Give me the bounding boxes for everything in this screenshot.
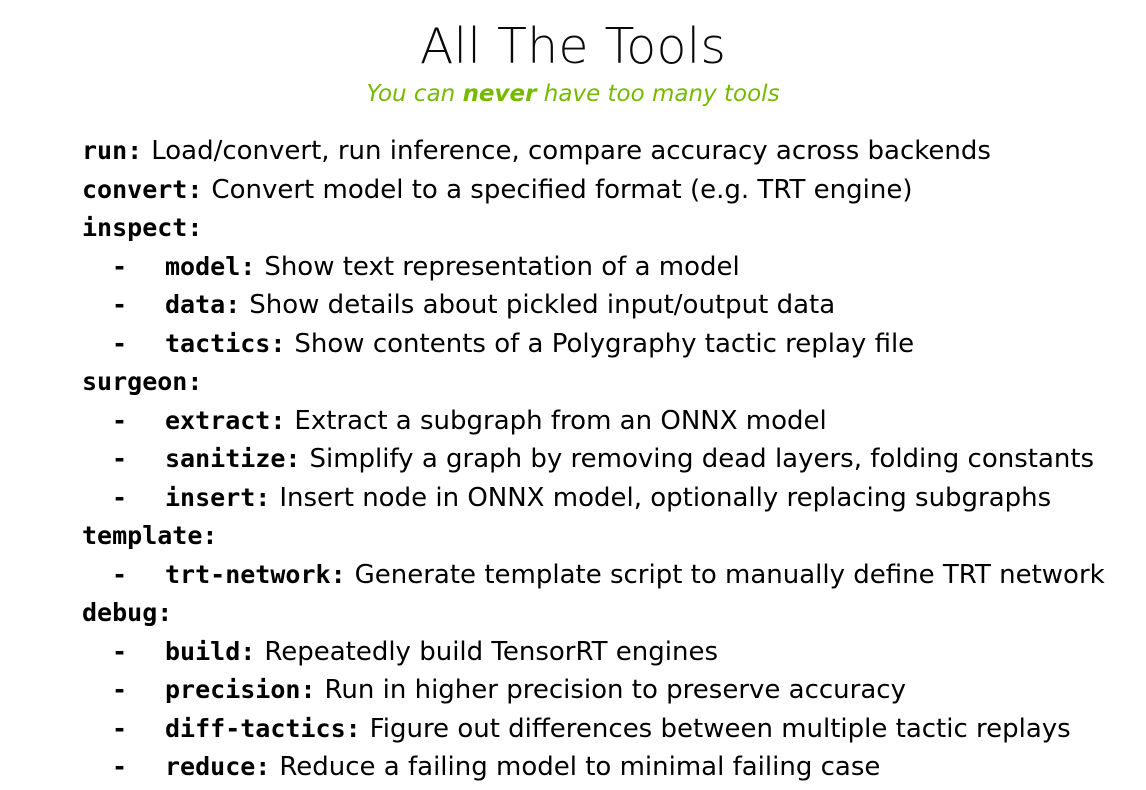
tool-command-name: template: xyxy=(82,521,218,550)
tool-command-name: tactics: xyxy=(165,328,286,358)
tool-command-name: run: xyxy=(82,136,143,165)
tool-command-name: extract: xyxy=(165,405,286,435)
tool-subitem: - extract: Extract a subgraph from an ONNX… xyxy=(82,402,1142,441)
dash-bullet-icon: - xyxy=(112,251,128,281)
dash-bullet-icon: - xyxy=(112,290,128,319)
tool-item: inspect: xyxy=(82,209,1142,248)
tool-description: Figure out differences between multiple … xyxy=(369,713,1071,744)
tool-command-name: data: xyxy=(165,290,241,319)
tool-description: Show details about pickled input/output … xyxy=(249,290,836,320)
tool-command-name: reduce: xyxy=(165,752,271,781)
slide-header: All The Tools You can never have too man… xyxy=(0,18,1146,109)
tool-item: debug: xyxy=(82,594,1142,633)
tool-command-name: inspect: xyxy=(82,213,203,242)
tool-item: template: xyxy=(82,517,1142,556)
tool-description: Simplify a graph by removing dead layers… xyxy=(309,444,1095,474)
tool-description: Insert node in ONNX model, optionally re… xyxy=(279,482,1052,513)
tool-command-name: build: xyxy=(165,636,256,666)
dash-bullet-icon: - xyxy=(112,405,128,435)
tool-command-name: sanitize: xyxy=(165,444,301,473)
tool-command-name: diff-tactics: xyxy=(165,713,361,743)
dash-bullet-icon: - xyxy=(112,636,128,666)
tool-subitem: - sanitize: Simplify a graph by removing d… xyxy=(82,440,1142,479)
dash-bullet-icon: - xyxy=(112,713,128,743)
dash-bullet-icon: - xyxy=(112,752,128,781)
tool-description: Generate template script to manually def… xyxy=(354,559,1105,590)
tool-command-name: trt-network: xyxy=(165,559,346,589)
tool-command-name: model: xyxy=(165,251,256,281)
tool-description: Reduce a failing model to minimal failin… xyxy=(279,752,881,782)
tool-description: Run in higher precision to preserve accu… xyxy=(324,675,906,705)
tool-command-name: precision: xyxy=(165,675,316,704)
tool-item: run: Load/convert, run inference, compare… xyxy=(82,132,1142,171)
tool-subitem: - build: Repeatedly build TensorRT engines xyxy=(82,633,1142,672)
subtitle-text-after: have too many tools xyxy=(536,81,780,107)
tool-description: Repeatedly build TensorRT engines xyxy=(264,636,719,667)
tool-list: run: Load/convert, run inference, compare… xyxy=(82,132,1142,787)
tool-description: Show text representation of a model xyxy=(264,251,740,282)
tool-command-name: insert: xyxy=(165,482,271,512)
tool-subitem: - reduce: Reduce a failing model to minima… xyxy=(82,748,1142,787)
tool-subitem: - data: Show details about pickled input/o… xyxy=(82,286,1142,325)
tool-description: Load/convert, run inference, compare acc… xyxy=(151,136,991,166)
dash-bullet-icon: - xyxy=(112,328,128,358)
tool-subitem: - insert: Insert node in ONNX model, optio… xyxy=(82,479,1142,518)
tool-subitem: - model: Show text representation of a mod… xyxy=(82,248,1142,287)
tool-description: Show contents of a Polygraphy tactic rep… xyxy=(294,328,915,359)
page-title: All The Tools xyxy=(419,18,727,75)
tool-description: Convert model to a specified format (e.g… xyxy=(211,174,913,205)
tool-item: surgeon: xyxy=(82,363,1142,402)
tool-subitem: - tactics: Show contents of a Polygraphy t… xyxy=(82,325,1142,364)
tool-command-name: surgeon: xyxy=(82,367,203,396)
subtitle-text-before: You can xyxy=(366,81,463,107)
tool-subitem: - precision: Run in higher precision to pr… xyxy=(82,671,1142,710)
tool-command-name: debug: xyxy=(82,598,173,627)
tool-description: Extract a subgraph from an ONNX model xyxy=(294,405,827,436)
tool-item: convert: Convert model to a specified for… xyxy=(82,171,1142,210)
dash-bullet-icon: - xyxy=(112,675,128,704)
subtitle-emphasis: never xyxy=(462,81,537,107)
tool-command-name: convert: xyxy=(82,174,203,204)
dash-bullet-icon: - xyxy=(112,559,128,589)
dash-bullet-icon: - xyxy=(112,444,128,473)
tool-subitem: - diff-tactics: Figure out differences bet… xyxy=(82,710,1142,749)
dash-bullet-icon: - xyxy=(112,482,128,512)
tool-subitem: - trt-network: Generate template script to… xyxy=(82,556,1142,595)
slide-subtitle: You can never have too many tools xyxy=(0,79,1146,109)
